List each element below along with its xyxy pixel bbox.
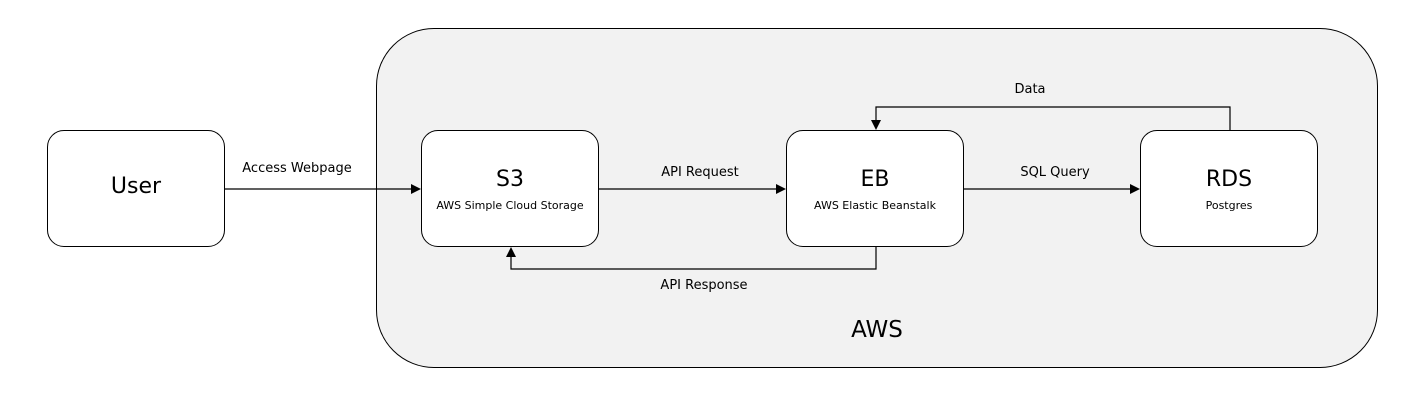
data-label: Data — [1014, 82, 1046, 97]
sql-query-label: SQL Query — [1020, 165, 1090, 180]
rds-node: RDS Postgres — [1140, 130, 1318, 247]
access-webpage-label: Access Webpage — [242, 161, 352, 176]
user-node-title: User — [110, 174, 162, 199]
eb-node: EB AWS Elastic Beanstalk — [786, 130, 964, 247]
s3-node-title: S3 — [496, 167, 524, 192]
user-node: User — [47, 130, 225, 247]
s3-node: S3 AWS Simple Cloud Storage — [421, 130, 599, 247]
api-request-arrow — [599, 184, 786, 194]
rds-node-title: RDS — [1205, 167, 1253, 192]
api-request-label: API Request — [661, 165, 739, 180]
aws-boundary-label: AWS — [851, 317, 903, 343]
data-arrow — [871, 106, 1231, 130]
api-response-label: API Response — [660, 278, 748, 293]
sql-query-arrow — [964, 184, 1140, 194]
s3-node-subtitle: AWS Simple Cloud Storage — [436, 199, 584, 212]
api-response-arrow — [506, 247, 877, 270]
eb-node-title: EB — [860, 167, 890, 192]
rds-node-subtitle: Postgres — [1205, 199, 1253, 212]
access-webpage-arrow — [225, 184, 421, 194]
eb-node-subtitle: AWS Elastic Beanstalk — [814, 199, 936, 212]
